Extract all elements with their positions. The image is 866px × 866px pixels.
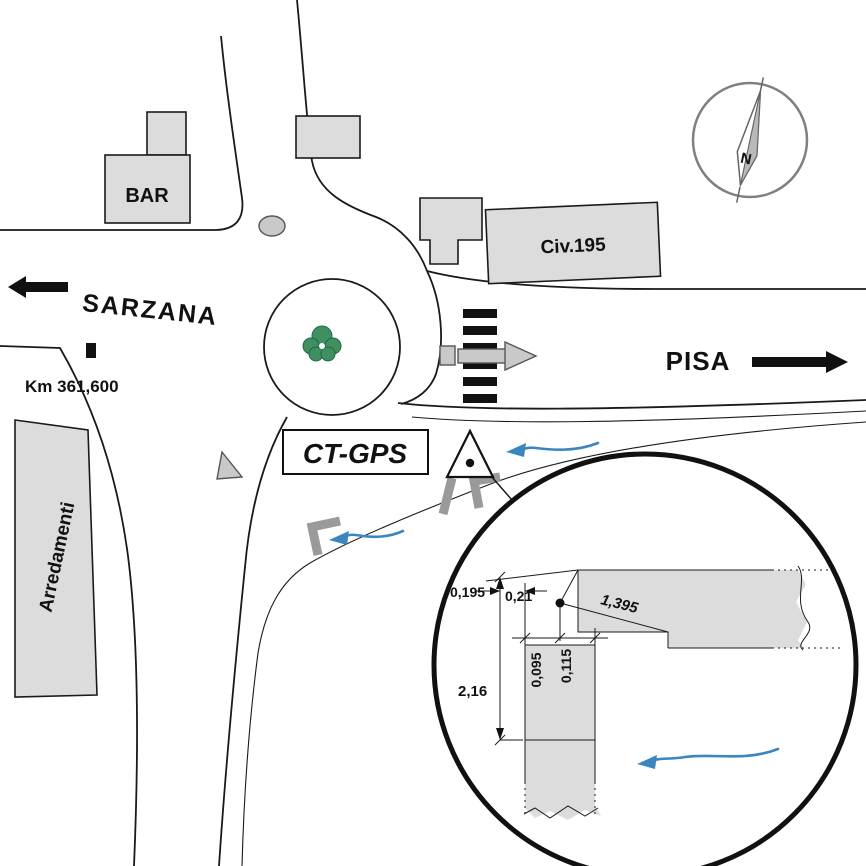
roundabout-east-outer-edge [400,270,442,405]
crosswalk [463,309,497,403]
road-southwest-left-edge [0,345,138,866]
curb-bracket-mid [438,476,457,516]
detail-slab-horizontal [578,570,807,648]
north-needle-icon: N [735,77,765,203]
road-east-top-edge [426,270,866,290]
flow-arrows [329,441,600,545]
dim-line-corner-to-point [559,569,579,604]
detail-circle [431,451,859,866]
roundabout [263,278,401,416]
lane-arrow-icon [504,340,538,372]
small-island-north [258,215,286,237]
km-marker-label: Km 361,600 [25,377,119,396]
measure-offset-top: 0,195 [450,584,485,600]
dim-arrow-icon [496,577,504,589]
flow-arrowhead-icon [637,755,657,769]
flow-arrowhead-icon [506,443,526,457]
compass-rose: N [691,77,809,203]
flow-arrow-icon [516,441,600,454]
tree-icon [302,325,342,362]
station-label: CT-GPS [303,438,408,469]
sidewalk-line-east [411,410,866,423]
station: CT-GPS [282,428,513,501]
dim-tick [494,571,506,583]
detail-content: 0,195 0,21 1,395 0,095 0,115 2,16 [450,565,840,820]
dim-witness [485,569,579,582]
building-civ195: Civ.195 [484,201,662,285]
lane-curve-to-southwest [241,421,866,866]
detail-slab-vertical [525,645,601,820]
curb-bracket-right [468,472,501,509]
dim-line-point-to-far-corner [559,602,669,633]
road-west-top-and-north-left [0,35,244,231]
dim-tick [519,632,531,644]
curb-bracket-left [306,516,341,556]
dim-arrow-icon [496,728,504,740]
measure-corner-to-point: 0,21 [505,588,532,604]
flow-arrowhead-icon [329,531,349,545]
direction-labels: SARZANA PISA Km 361,600 [8,276,848,396]
building-top-center [295,115,361,159]
building-bar-label: BAR [125,185,169,207]
building-bar-annex [146,111,187,156]
building-l-shape [419,197,483,265]
measure-kerb-length: 2,16 [458,683,487,700]
station-label-box [282,429,429,475]
building-civ195-label: Civ.195 [540,235,606,259]
label-sarzana: SARZANA [81,289,219,331]
building-arredamenti [14,419,98,698]
road-east-bottom-edge [397,399,866,410]
building-bar [104,154,191,224]
label-pisa: PISA [666,346,731,376]
small-island-southwest [216,450,244,480]
road-north-right-curve [296,0,428,272]
dim-tick [554,632,566,644]
dim-arrow-icon [525,587,535,595]
west-arrow-icon [8,276,68,298]
compass-north-label: N [739,150,753,169]
km-marker [86,343,96,358]
measure-kerb-width-left: 0,095 [528,652,544,687]
slab-break-line [523,805,599,819]
kerb-marks [306,472,501,556]
lane-arrow-island [439,340,538,372]
buildings: BAR Civ.195 Arredamenti [14,111,662,698]
slab-break-line [797,565,811,651]
marker-leader-line [490,475,513,501]
road-southwest-right-edge [218,416,288,866]
traffic-features [216,215,538,480]
dim-arrow-icon [490,587,500,595]
east-arrow-icon [752,351,848,373]
detail-inset: 0,195 0,21 1,395 0,095 0,115 2,16 [431,451,859,866]
measure-kerb-width-right: 0,115 [558,649,574,683]
survey-marker-icon [445,428,495,479]
flow-arrow-icon [648,747,780,764]
survey-point-dot [555,598,565,608]
slab-step-edge [577,570,669,648]
